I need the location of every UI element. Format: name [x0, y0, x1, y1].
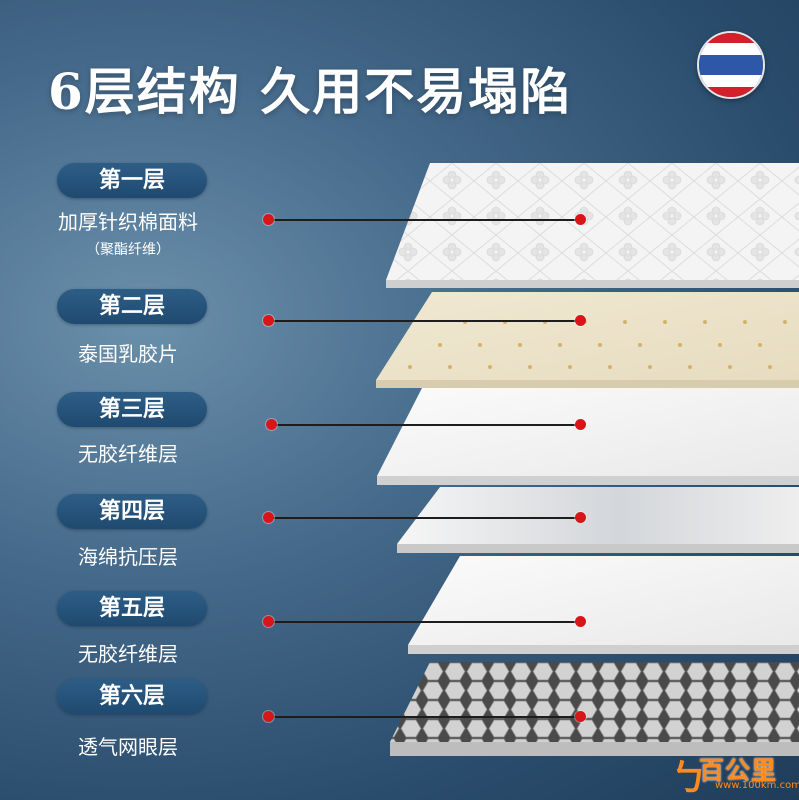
layer-5-end-dot	[575, 616, 586, 627]
layer-4-label: 第四层	[57, 494, 207, 529]
layer-2-desc: 泰国乳胶片	[78, 342, 178, 366]
page-title: 6层结构 久用不易塌陷	[48, 62, 573, 121]
layer-1-leader-line	[273, 219, 581, 221]
layer-1-label: 第一层	[57, 163, 207, 198]
layer-5-start-dot	[263, 616, 274, 627]
layer-6-desc: 透气网眼层	[78, 735, 178, 759]
layer-2-end-dot	[575, 315, 586, 326]
watermark-url: www.100km.com	[715, 780, 799, 791]
layer-2-leader-line	[273, 320, 581, 322]
layer-6-leader-line	[273, 716, 581, 718]
layer-4-desc: 海绵抗压层	[78, 545, 178, 569]
layer-2-latex	[376, 292, 799, 388]
layer-3-end-dot	[575, 419, 586, 430]
layer-6-start-dot	[263, 711, 274, 722]
watermark-logo: ㄅ 百公里 www.100km.com	[671, 747, 799, 799]
layer-5-fiber	[408, 556, 799, 654]
layer-1-desc: 加厚针织棉面料	[58, 210, 198, 234]
layer-3-desc: 无胶纤维层	[78, 442, 178, 466]
layer-3-start-dot	[266, 419, 277, 430]
layer-1-end-dot	[575, 214, 586, 225]
layer-4-start-dot	[263, 512, 274, 523]
layer-3-leader-line	[273, 424, 581, 426]
thailand-flag-icon	[697, 31, 765, 99]
watermark-mark-icon: ㄅ	[671, 757, 708, 799]
layer-6-mesh	[390, 662, 799, 756]
layer-2-label: 第二层	[57, 289, 207, 324]
layer-1-start-dot	[263, 214, 274, 225]
layer-6-end-dot	[575, 711, 586, 722]
layer-3-label: 第三层	[57, 392, 207, 427]
layer-4-end-dot	[575, 512, 586, 523]
layer-5-label: 第五层	[57, 591, 207, 626]
layer-6-label: 第六层	[57, 679, 207, 714]
layer-3-fiber	[377, 388, 799, 485]
layer-5-leader-line	[273, 621, 581, 623]
layer-1-subdesc: （聚酯纤维）	[86, 242, 170, 258]
layer-5-desc: 无胶纤维层	[78, 642, 178, 666]
layer-4-leader-line	[273, 517, 581, 519]
layer-4-sponge	[397, 487, 799, 553]
layer-1-fabric	[386, 163, 799, 288]
layer-2-start-dot	[263, 315, 274, 326]
watermark-text: 百公里	[699, 756, 778, 785]
